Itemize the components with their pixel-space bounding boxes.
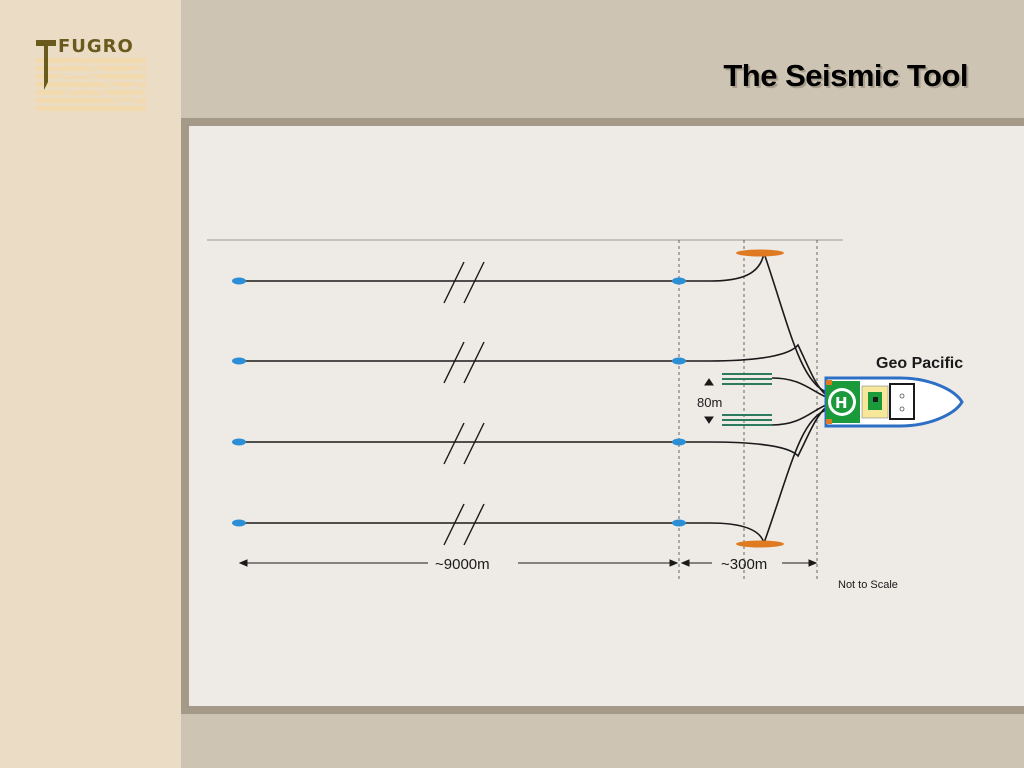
vessel-name: Geo Pacific [876, 355, 963, 372]
paravane-tow-line-top [763, 252, 827, 393]
slide-title: The Seismic Tool [723, 58, 968, 93]
paravane-top [736, 249, 784, 257]
svg-text:H: H [835, 394, 848, 412]
head-buoy [672, 357, 686, 365]
dimension-streamer-length [238, 559, 679, 567]
paravane-bottom [736, 540, 784, 548]
paravanes [736, 249, 784, 548]
break-mark [443, 261, 485, 304]
streamers [240, 280, 710, 524]
left-sidebar: FUGRO [0, 0, 181, 768]
airgun-array-bottom [722, 414, 772, 426]
break-mark [443, 503, 485, 546]
tail-buoy [232, 277, 246, 285]
content-panel [181, 118, 1024, 714]
vessel-icon: H [824, 376, 964, 428]
fugro-logo-icon: FUGRO [36, 36, 147, 111]
streamer-length-label: ~9000m [435, 556, 490, 573]
tow-lines [709, 252, 827, 544]
airgun-arrays [722, 373, 772, 426]
break-mark [443, 422, 485, 465]
head-buoy [672, 277, 686, 285]
break-mark [443, 341, 485, 384]
offset-label: ~300m [721, 556, 767, 573]
tail-buoys [232, 277, 246, 527]
svg-text:FUGRO: FUGRO [58, 36, 134, 57]
tail-buoy [232, 438, 246, 446]
airgun-array-top [722, 373, 772, 385]
spacing-arrow [704, 378, 714, 424]
tail-buoy [232, 519, 246, 527]
scale-note: Not to Scale [838, 579, 898, 591]
dimension-offset [680, 559, 818, 567]
tail-buoy [232, 357, 246, 365]
head-buoys [672, 277, 686, 527]
head-buoy [672, 438, 686, 446]
break-marks [443, 261, 485, 546]
head-buoy [672, 519, 686, 527]
spacing-label: 80m [697, 395, 722, 410]
